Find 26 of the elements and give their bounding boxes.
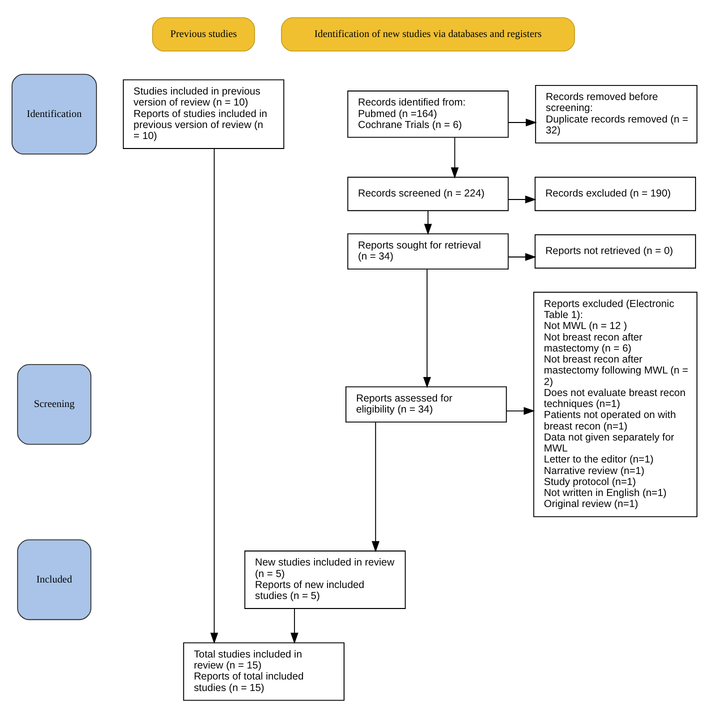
node-box: Identification of new studies via databases and registers (281, 17, 575, 52)
node-box: Reports assessed for eligibility (n = 34) (345, 386, 507, 423)
node-box: Previous studies (152, 17, 256, 52)
node-box: Total studies included in review (n = 15) Reports of total included studies (n = 15) (183, 642, 345, 701)
node-box: Reports not retrieved (n = 0) (534, 234, 696, 269)
arrow (508, 196, 536, 204)
arrow (290, 608, 298, 644)
arrow (210, 148, 218, 644)
arrow (423, 268, 431, 388)
node-box: Identification (12, 74, 97, 154)
node-box: Records removed before screening: Duplicate records removed (n = 32) (535, 84, 698, 144)
arrow (508, 253, 536, 261)
arrow (424, 210, 432, 235)
arrow (450, 137, 459, 179)
node-box: Reports excluded (Electronic Table 1): Not MWL (n = 12 ) Not breast recon after mastectomy (n = 6) Not breast recon after mastectomy following MWL (n = 2) Does not evaluate breast recon techniques (n=1) Patients not operated on with breast recon (n=1) Data not given separately for MWL Letter to the editor (n=1) Narrative review (n=1) Study protocol (n=1) Not written in English (n=1) Original review (n=1) (533, 292, 698, 518)
arrow (372, 422, 380, 552)
node-box: Records identified from: Pubmed (n =164) Cochrane Trials (n = 6) (347, 90, 509, 138)
node-box: New studies included in review (n = 5) Reports of new included studies (n = 5) (244, 550, 406, 609)
node-box: Screening (17, 364, 92, 445)
node-box: Records screened (n = 224) (347, 176, 509, 212)
arrow (506, 407, 535, 415)
arrow (508, 118, 537, 126)
node-box: Studies included in previous version of review (n = 10) Reports of studies included in previous version of review (n = 10) (122, 79, 284, 149)
node-box: Included (17, 539, 92, 620)
node-box: Reports sought for retrieval (n = 34) (347, 233, 509, 270)
node-box: Records excluded (n = 190) (534, 176, 696, 212)
